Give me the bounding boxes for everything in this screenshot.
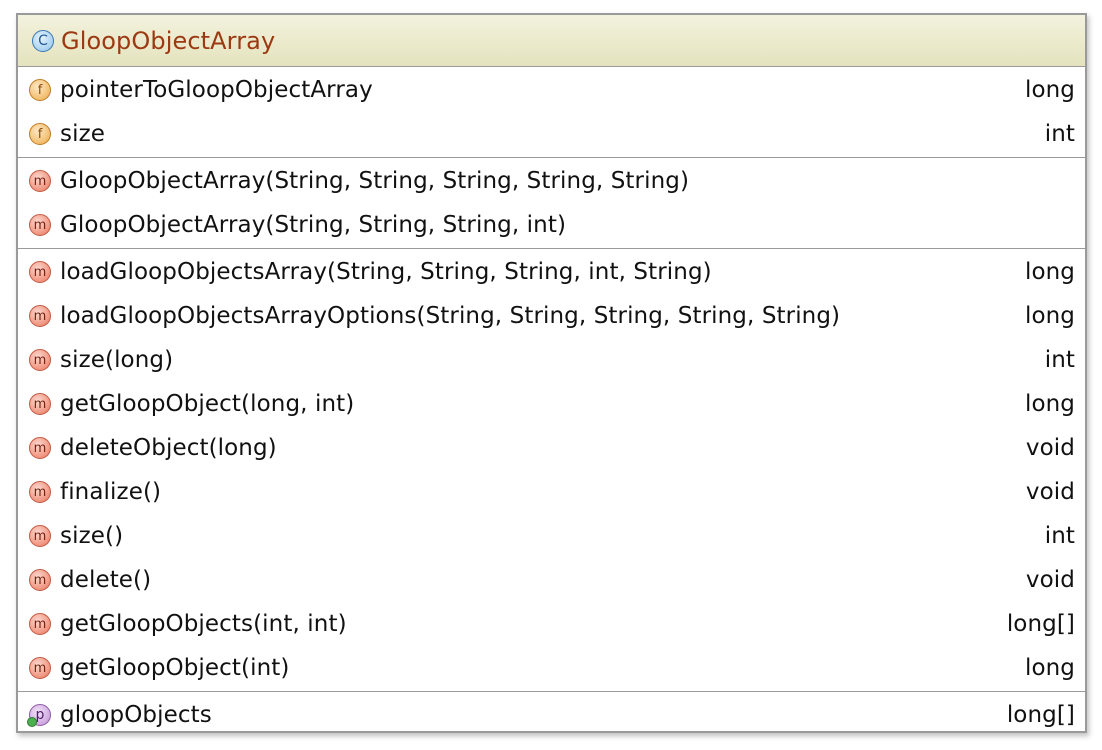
method-row[interactable]: m finalize() void	[18, 470, 1085, 514]
method-icon: m	[29, 261, 51, 283]
method-row[interactable]: m loadGloopObjectsArrayOptions(String, S…	[18, 294, 1085, 338]
member-type: int	[1044, 523, 1075, 549]
class-name: GloopObjectArray	[61, 26, 276, 55]
methods-section: m loadGloopObjectsArray(String, String, …	[18, 249, 1085, 692]
member-type: void	[1025, 567, 1075, 593]
fields-section: f pointerToGloopObjectArray long f size …	[18, 67, 1085, 158]
member-label: delete()	[60, 567, 152, 593]
member-type: long	[1024, 303, 1075, 329]
method-icon: m	[29, 437, 51, 459]
field-icon: f	[29, 123, 51, 145]
member-type: int	[1044, 347, 1075, 373]
method-icon: m	[29, 525, 51, 547]
member-label: getGloopObject(long, int)	[60, 391, 355, 417]
constructor-row[interactable]: m GloopObjectArray(String, String, Strin…	[18, 159, 1085, 203]
member-label: getGloopObjects(int, int)	[60, 611, 347, 637]
properties-section: p gloopObjects long[]	[18, 692, 1085, 731]
member-type: long	[1024, 391, 1075, 417]
property-row[interactable]: p gloopObjects long[]	[18, 693, 1085, 731]
property-icon: p	[27, 704, 51, 727]
member-label: GloopObjectArray(String, String, String,…	[60, 168, 690, 194]
member-type: long	[1024, 259, 1075, 285]
member-type: long	[1024, 655, 1075, 681]
method-row[interactable]: m delete() void	[18, 558, 1085, 602]
method-icon: m	[29, 393, 51, 415]
member-label: gloopObjects	[60, 702, 212, 728]
method-row[interactable]: m getGloopObject(int) long	[18, 646, 1085, 690]
member-type: long[]	[1006, 702, 1075, 728]
member-label: loadGloopObjectsArrayOptions(String, Str…	[60, 303, 841, 329]
method-icon: m	[29, 349, 51, 371]
member-type: int	[1044, 121, 1075, 147]
method-icon: m	[29, 569, 51, 591]
member-type: void	[1025, 435, 1075, 461]
constructors-section: m GloopObjectArray(String, String, Strin…	[18, 158, 1085, 249]
field-row[interactable]: f size int	[18, 112, 1085, 156]
public-visibility-dot-icon	[27, 717, 37, 727]
method-icon: m	[29, 481, 51, 503]
method-icon: m	[29, 613, 51, 635]
member-label: GloopObjectArray(String, String, String,…	[60, 212, 567, 238]
property-icon-letter: p	[35, 707, 45, 723]
method-icon: m	[29, 657, 51, 679]
member-label: pointerToGloopObjectArray	[60, 77, 373, 103]
method-row[interactable]: m size(long) int	[18, 338, 1085, 382]
constructor-row[interactable]: m GloopObjectArray(String, String, Strin…	[18, 203, 1085, 247]
method-row[interactable]: m size() int	[18, 514, 1085, 558]
method-icon: m	[29, 305, 51, 327]
class-icon: C	[32, 29, 54, 52]
member-label: finalize()	[60, 479, 162, 505]
member-label: loadGloopObjectsArray(String, String, St…	[60, 259, 712, 285]
field-icon: f	[29, 79, 51, 101]
member-type: long	[1024, 77, 1075, 103]
class-header[interactable]: C GloopObjectArray	[18, 15, 1085, 67]
member-label: size()	[60, 523, 124, 549]
field-row[interactable]: f pointerToGloopObjectArray long	[18, 68, 1085, 112]
member-label: size(long)	[60, 347, 174, 373]
method-row[interactable]: m deleteObject(long) void	[18, 426, 1085, 470]
member-type: long[]	[1006, 611, 1075, 637]
method-row[interactable]: m loadGloopObjectsArray(String, String, …	[18, 250, 1085, 294]
method-row[interactable]: m getGloopObjects(int, int) long[]	[18, 602, 1085, 646]
member-label: getGloopObject(int)	[60, 655, 290, 681]
method-row[interactable]: m getGloopObject(long, int) long	[18, 382, 1085, 426]
member-label: size	[60, 121, 105, 147]
method-icon: m	[29, 170, 51, 192]
member-type: void	[1025, 479, 1075, 505]
method-icon: m	[29, 214, 51, 236]
uml-class-box[interactable]: C GloopObjectArray f pointerToGloopObjec…	[16, 13, 1087, 733]
member-label: deleteObject(long)	[60, 435, 277, 461]
